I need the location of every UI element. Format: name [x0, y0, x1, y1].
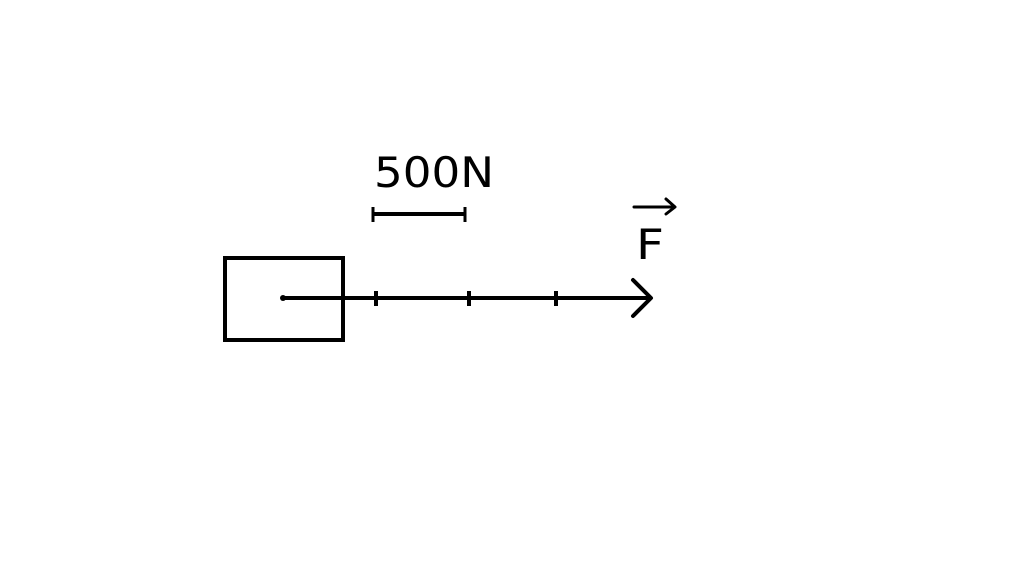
- scale-label: 500N: [374, 148, 494, 197]
- vector-overarrow-head: [664, 197, 677, 216]
- vector-label: F: [636, 220, 664, 269]
- force-arrow-head: [631, 278, 653, 318]
